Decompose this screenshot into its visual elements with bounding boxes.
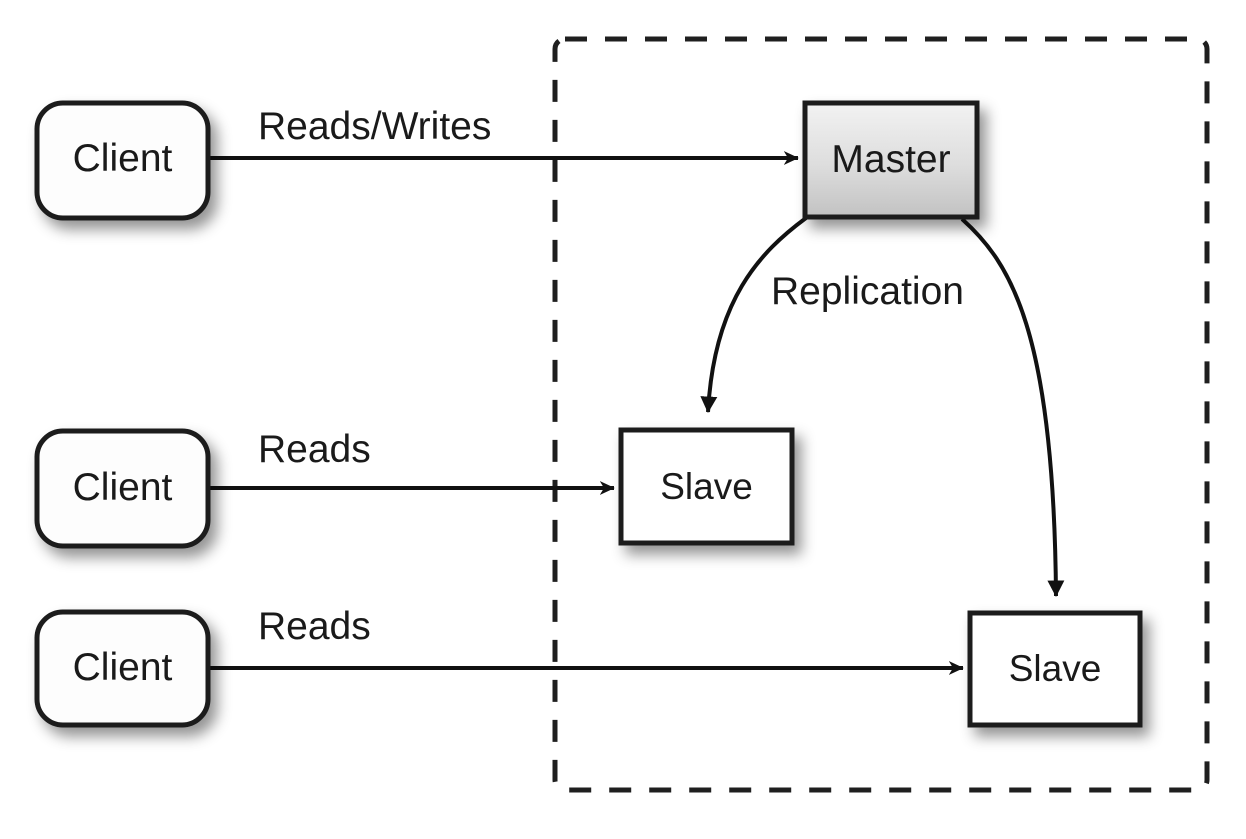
node-slave-2[interactable]: Slave [967,610,1143,728]
client-2-label: Client [73,466,173,509]
node-client-1[interactable]: Client [34,100,211,221]
client-3-box [34,609,211,728]
edge-label-reads-slave2: Reads [258,605,371,648]
node-client-2[interactable]: Client [34,428,211,549]
client-2-box [34,428,211,549]
node-slave-1[interactable]: Slave [618,427,795,546]
client-1-box [34,100,211,221]
client-3-label: Client [73,646,173,689]
edge-label-reads-writes: Reads/Writes [258,105,491,148]
database-cluster-boundary [552,36,1210,793]
slave-1-label: Slave [660,466,753,507]
master-box [802,100,980,220]
node-client-3[interactable]: Client [34,609,211,728]
node-master[interactable]: Master [802,100,980,220]
edge-master-slave1 [700,216,808,413]
edge-label-replication: Replication [771,270,964,313]
edge-master-slave2 [960,217,1065,597]
edge-label-reads-slave1: Reads [258,428,371,471]
slave-2-label: Slave [1009,648,1102,689]
slave-1-box [618,427,795,546]
slave-2-box [967,610,1143,728]
client-1-label: Client [73,137,173,180]
master-label: Master [831,138,950,181]
